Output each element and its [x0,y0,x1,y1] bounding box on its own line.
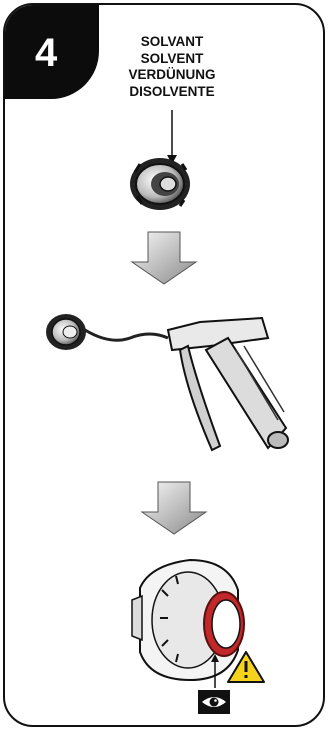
regulator-fitting-icon [132,560,244,688]
nozzle-cap-icon [130,158,190,210]
eye-inspect-icon [198,690,230,714]
spray-gun-icon [46,314,288,450]
down-arrow-icon [142,482,206,534]
down-arrow-icon [132,232,196,284]
pointer-line [167,110,177,164]
